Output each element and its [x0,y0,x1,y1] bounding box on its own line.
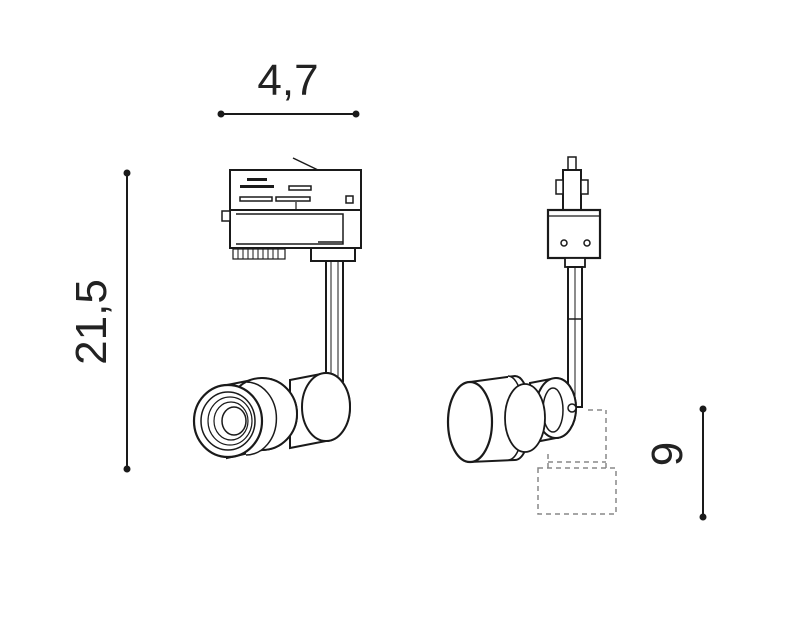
height-dimension-endpoint-bottom [123,465,131,473]
side-view-rotation-outline [537,409,617,515]
front-view-track-adapter [221,157,362,262]
height-dimension: 21,5 [67,169,131,473]
side-view-adapter [546,156,602,268]
side-dimension-endpoint-bottom [699,513,707,521]
width-dimension-endpoint-left [217,110,225,118]
width-dimension-label: 4,7 [257,56,318,105]
side-view-spotlight-head [446,374,577,464]
height-dimension-endpoint-top [123,169,131,177]
side-dimension-endpoint-top [699,405,707,413]
side-dimension-label: 9 [643,442,692,466]
height-dimension-label: 21,5 [67,279,116,365]
front-view-spotlight-head [192,371,351,460]
width-dimension-endpoint-right [352,110,360,118]
side-view-arm [567,266,583,408]
width-dimension: 4,7 [217,56,360,118]
front-view-arm [325,260,344,382]
side-dimension: 9 [643,405,707,521]
